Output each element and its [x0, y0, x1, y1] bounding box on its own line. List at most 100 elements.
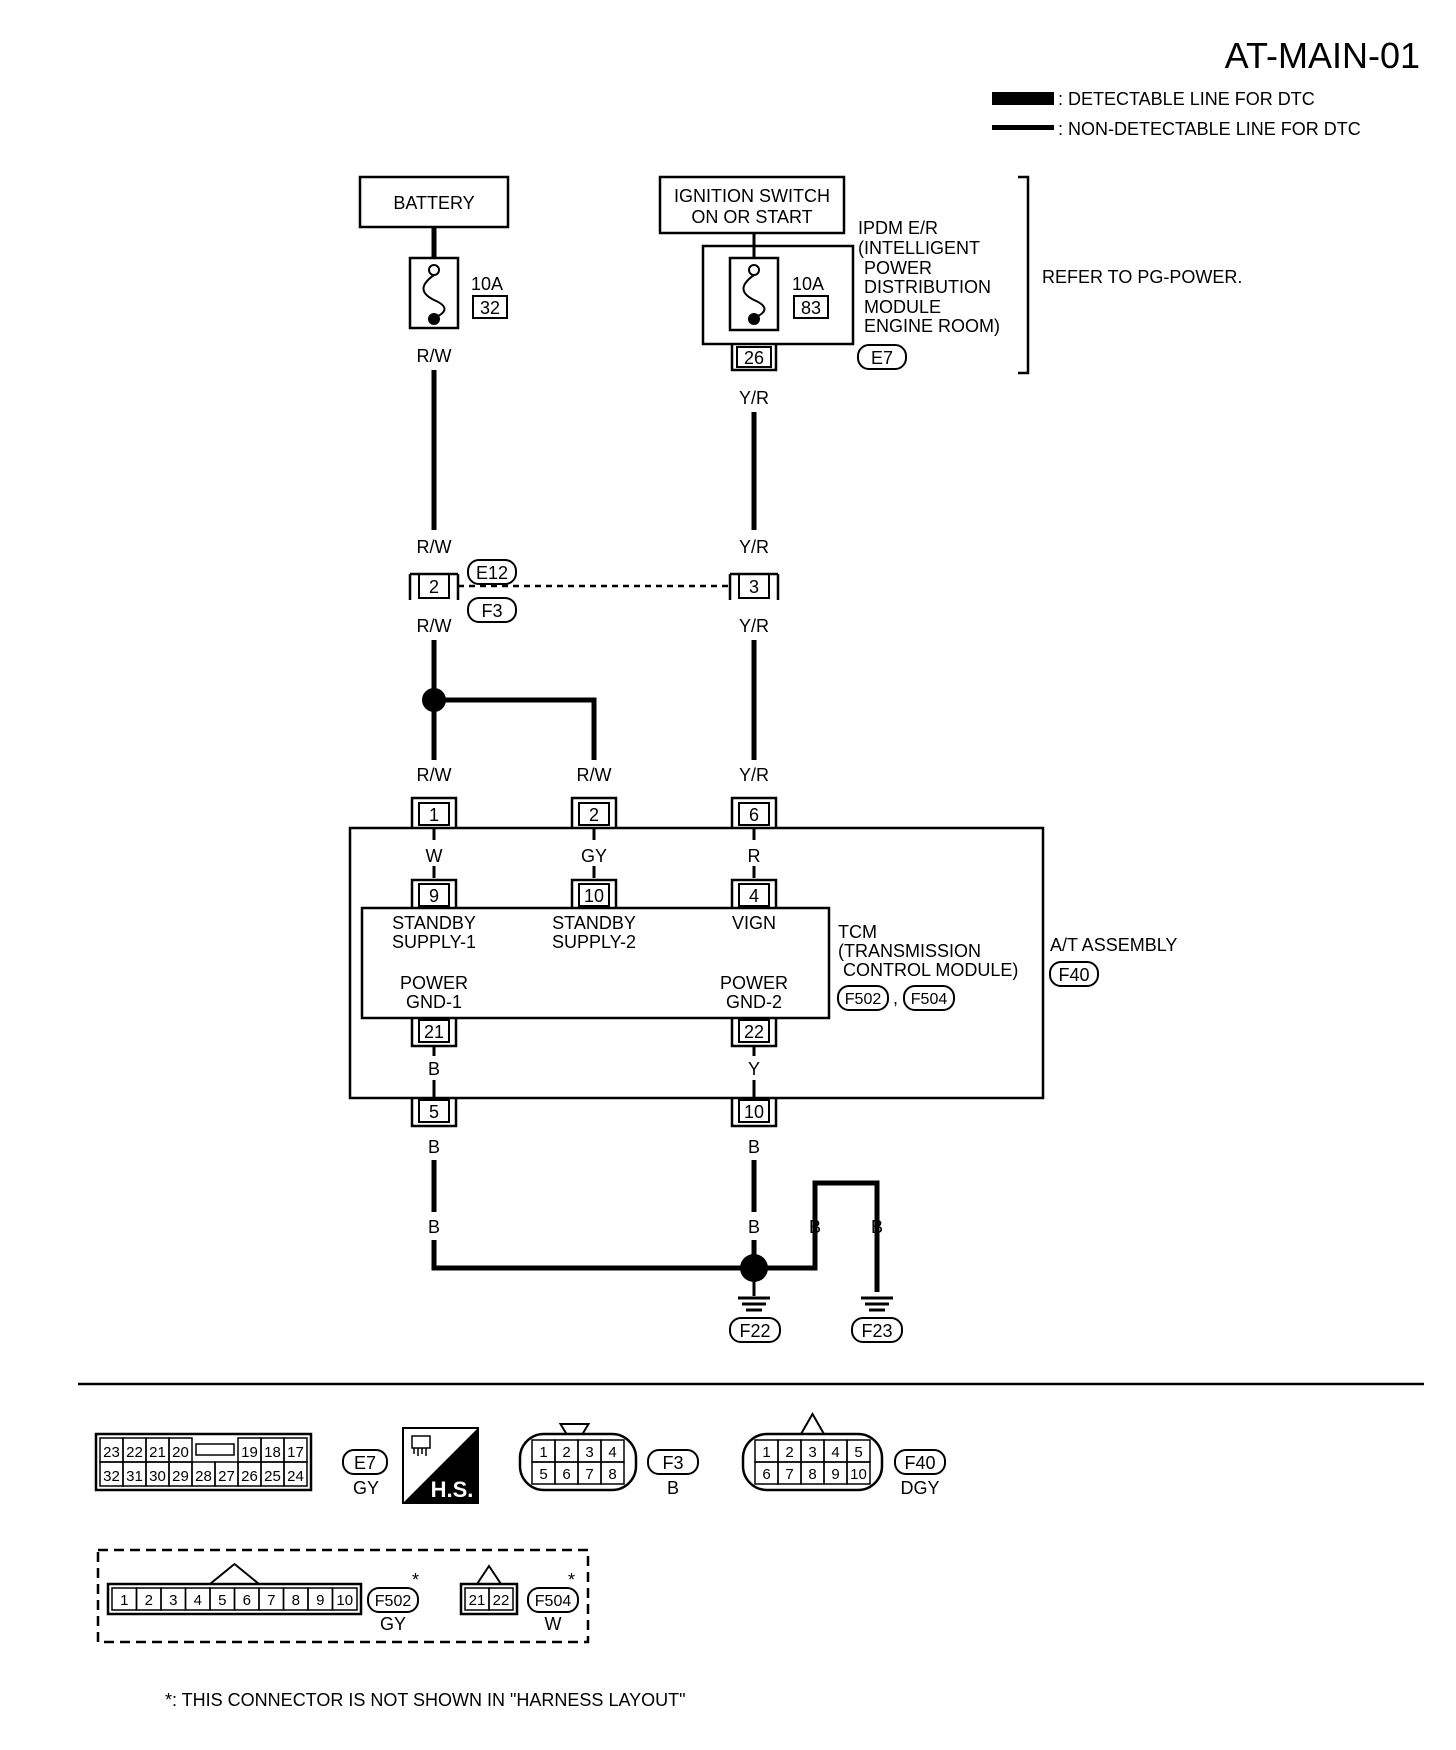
- standby-supply-1-label: STANDBY: [392, 913, 476, 933]
- pin-number: 26: [241, 1468, 258, 1485]
- pin-number: 28: [195, 1468, 212, 1485]
- pin-number: 23: [103, 1444, 120, 1461]
- joint-connector-upper-id: E12: [476, 563, 508, 583]
- ground-f22-label: F22: [739, 1321, 770, 1341]
- ignition-label-2: ON OR START: [691, 207, 812, 227]
- ipdm-fuse: [728, 256, 780, 332]
- fuse-symbol: [422, 274, 446, 319]
- pin-number: 8: [608, 1466, 616, 1483]
- battery-fuse: [408, 256, 460, 330]
- pin-number: 7: [267, 1592, 275, 1609]
- wire-label: Y/R: [739, 388, 769, 408]
- tcm-pin: 10: [584, 886, 604, 906]
- standby-supply-1-label-2: SUPPLY-1: [392, 932, 476, 952]
- wire-label: R: [748, 846, 761, 866]
- assembly-top-connectors: [410, 796, 778, 828]
- pin-number: 30: [149, 1468, 166, 1485]
- standby-supply-2-label: STANDBY: [552, 913, 636, 933]
- hs-badge-icon: [402, 1427, 479, 1504]
- ipdm-label-3: POWER: [864, 258, 932, 278]
- connector-e7-id: E7: [354, 1453, 376, 1473]
- pin-number: 6: [762, 1466, 770, 1483]
- wire-label: B: [428, 1059, 440, 1079]
- pin-number: 31: [126, 1468, 143, 1485]
- pin-number: 1: [762, 1444, 770, 1461]
- wire-label: Y/R: [739, 765, 769, 785]
- wire-label: R/W: [417, 537, 452, 557]
- connector-f504-id: F504: [535, 1593, 572, 1610]
- pin-number: 4: [194, 1592, 202, 1609]
- ground-jumper-wire: [754, 1180, 880, 1292]
- connector-f40-id: F40: [904, 1453, 935, 1473]
- pin-number: 4: [608, 1444, 616, 1461]
- wire-label: R/W: [417, 346, 452, 366]
- power-gnd-2-label-2: GND-2: [726, 992, 782, 1012]
- pin-number: 32: [103, 1468, 120, 1485]
- pin-number: 6: [562, 1466, 570, 1483]
- pin-number: 2: [785, 1444, 793, 1461]
- footnote: *: THIS CONNECTOR IS NOT SHOWN IN "HARNE…: [165, 1690, 686, 1710]
- tcm-pin: 9: [429, 886, 439, 906]
- pin-number: 17: [287, 1444, 304, 1461]
- ipdm-box: [701, 244, 855, 346]
- connector-f504-color: W: [545, 1614, 562, 1634]
- ipdm-label-5: MODULE: [864, 297, 941, 317]
- pin-number: 21: [469, 1592, 486, 1609]
- ipdm-label-4: DISTRIBUTION: [864, 277, 991, 297]
- tcm-connector-separator: ,: [893, 988, 898, 1008]
- power-gnd-1-label: POWER: [400, 973, 468, 993]
- assembly-pin: 6: [749, 805, 759, 825]
- wire-label: R/W: [577, 765, 612, 785]
- battery-fuse-number: 32: [480, 298, 500, 318]
- pin-number: 10: [336, 1592, 353, 1609]
- connector-f3-id: F3: [662, 1453, 683, 1473]
- vign-label: VIGN: [732, 913, 776, 933]
- battery-label: BATTERY: [393, 193, 474, 213]
- pin-number: 1: [120, 1592, 128, 1609]
- refer-bracket: [1018, 175, 1030, 375]
- pin-number: 21: [149, 1444, 166, 1461]
- pin-number: 9: [831, 1466, 839, 1483]
- pin-number: 10: [850, 1466, 867, 1483]
- pin-number: 3: [169, 1592, 177, 1609]
- asterisk-mark: *: [412, 1570, 419, 1590]
- ground-bus-wire: [431, 1240, 754, 1271]
- assembly-pin: 2: [589, 805, 599, 825]
- assembly-pin: 1: [429, 805, 439, 825]
- wire-label: B: [428, 1137, 440, 1157]
- pin-number: 20: [172, 1444, 189, 1461]
- at-assembly-label: A/T ASSEMBLY: [1050, 935, 1177, 955]
- wire-label: R/W: [417, 765, 452, 785]
- assembly-pin: 10: [744, 1102, 764, 1122]
- connector-f502-color: GY: [380, 1614, 406, 1634]
- pin-number: 5: [539, 1466, 547, 1483]
- hs-badge-label: H.S.: [431, 1477, 474, 1502]
- ipdm-label-2: (INTELLIGENT: [858, 238, 980, 258]
- diagram-title: AT-MAIN-01: [1225, 35, 1420, 76]
- power-gnd-2-label: POWER: [720, 973, 788, 993]
- wire-label: Y: [748, 1059, 760, 1079]
- ign-fuse-rating: 10A: [792, 274, 824, 294]
- pin-cell: [488, 1587, 514, 1611]
- connector-f40-color: DGY: [900, 1478, 939, 1498]
- joint-pin-left: 2: [429, 577, 439, 597]
- lock-tab: [195, 1443, 235, 1456]
- wire-label: B: [748, 1137, 760, 1157]
- pin-number: 5: [854, 1444, 862, 1461]
- tcm-top-connectors: [410, 878, 778, 908]
- assembly-pin: 5: [429, 1102, 439, 1122]
- pin-number: 6: [243, 1592, 251, 1609]
- pin-number: 5: [218, 1592, 226, 1609]
- battery-fuse-rating: 10A: [471, 274, 503, 294]
- not-in-harness-layout-box: [96, 1548, 590, 1644]
- tcm-pin: 22: [744, 1022, 764, 1042]
- ipdm-connector-id: E7: [871, 348, 893, 368]
- joint-connector: [408, 572, 780, 600]
- joint-pin-right: 3: [749, 577, 759, 597]
- ipdm-label-6: ENGINE ROOM): [864, 316, 1000, 336]
- pin-number: 9: [316, 1592, 324, 1609]
